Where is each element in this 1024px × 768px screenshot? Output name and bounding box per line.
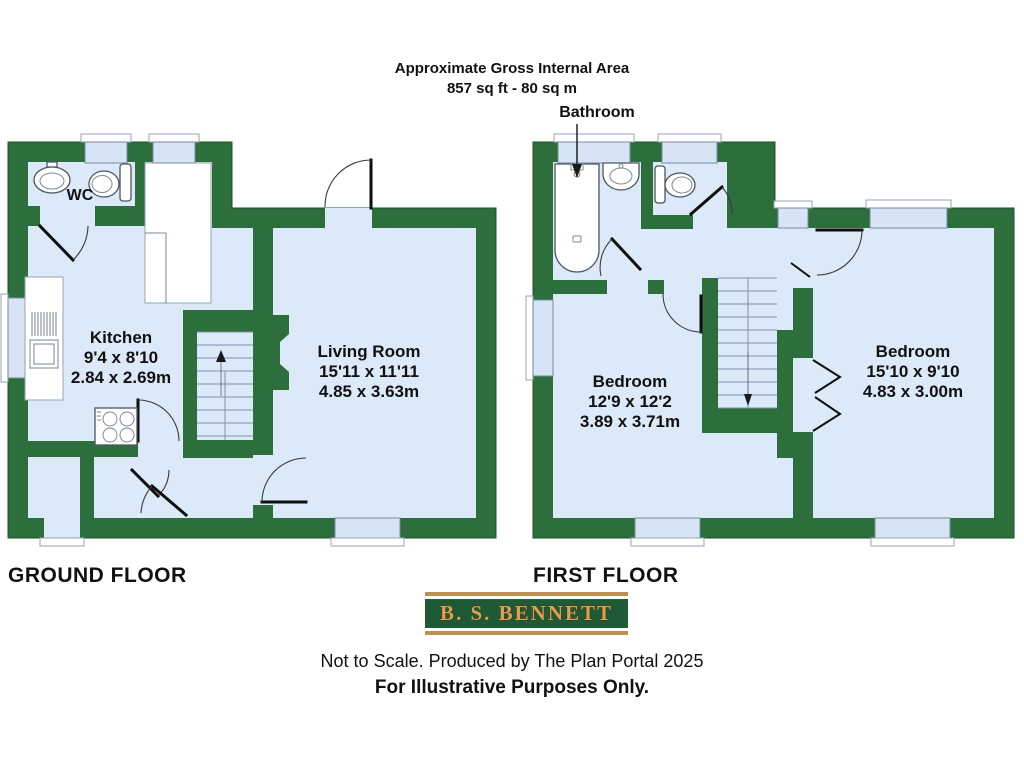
bathroom-callout-arrow [572,124,582,178]
header-area: 857 sq ft - 80 sq m [446,80,578,97]
entrance-door-swing [324,158,373,210]
wall [28,206,40,226]
wc-room-label: WC [66,187,94,204]
room-name: Bedroom [875,342,951,361]
footer-illustrative: For Illustrative Purposes Only. [374,677,650,698]
ground-floor-plan [0,133,497,547]
logo: B. S. BENNETT [425,592,628,635]
wall [641,215,693,229]
wall [702,278,718,433]
wall [648,280,664,294]
room-name: Living Room [317,342,421,361]
hob-icon [94,407,138,446]
window [870,517,955,547]
header-title: Approximate Gross Internal Area [394,60,630,77]
wall [553,280,607,294]
room-size-imperial: 9'4 x 8'10 [83,348,159,367]
first-floor-title: FIRST FLOOR [533,564,679,587]
first-floor-plan [525,133,1015,547]
window [80,133,132,164]
window [630,517,705,547]
stairs-down-icon [718,277,777,409]
room-size-metric: 4.85 x 3.63m [318,382,420,401]
kitchen-sink-icon [24,276,64,401]
sink-icon [602,162,640,191]
stairs-up-icon [197,331,253,440]
wall [793,288,813,358]
sink-icon [33,161,71,194]
window [148,133,200,164]
wall [183,310,253,332]
logo-text: B. S. BENNETT [439,601,614,625]
living-room-label: Living Room 15'11 x 11'11 4.85 x 3.63m [318,342,421,402]
wall [777,330,793,458]
ground-floor-title: GROUND FLOOR [8,564,187,587]
bathroom-callout-label: Bathroom [559,104,635,121]
wall [183,440,253,458]
wall [253,228,273,455]
room-size-imperial: 15'11 x 11'11 [319,362,419,381]
door-swing [140,483,189,518]
bedroom2-label: Bedroom 15'10 x 9'10 4.83 x 3.00m [863,342,963,402]
room-size-imperial: 15'10 x 9'10 [866,362,960,381]
logo-top-bar [425,592,628,596]
door-swing [688,184,733,217]
door-swing [599,236,643,277]
window [657,133,722,164]
footer-disclaimer: Not to Scale. Produced by The Plan Porta… [320,651,704,671]
window [525,295,554,381]
window [0,293,29,383]
bedroom1-label: Bedroom 12'9 x 12'2 3.89 x 3.71m [580,372,680,432]
room-size-metric: 3.89 x 3.71m [579,412,681,431]
wall [135,162,145,226]
wall [183,332,197,440]
toilet-icon [654,165,696,204]
wall [793,432,813,518]
door-swing [260,457,308,504]
window [773,200,813,229]
window [330,517,405,547]
wall [641,162,653,227]
wall [80,457,94,518]
wall [95,206,135,226]
chimney-breast [273,315,289,390]
door-swing [129,467,170,499]
wall [253,505,273,518]
logo-bottom-bar [425,631,628,635]
window [865,199,952,229]
room-size-metric: 4.83 x 3.00m [862,382,964,401]
room-name: Bedroom [592,372,668,391]
door-swing [662,293,703,334]
kitchen-room-label: Kitchen 9'4 x 8'10 2.84 x 2.69m [71,328,171,388]
door-swing [37,223,89,263]
logo-banner: B. S. BENNETT [425,599,628,628]
door-swing [815,228,864,276]
room-size-imperial: 12'9 x 12'2 [588,392,672,411]
door-swing [136,398,180,443]
room-size-metric: 2.84 x 2.69m [70,368,172,387]
entrance-opening [325,208,372,228]
wall [702,408,793,433]
bifold-doors [812,359,842,432]
storage-area [144,162,212,304]
window [553,133,635,164]
bathtub-icon [554,163,600,273]
cupboard-door [790,262,811,278]
front-door-opening [39,518,85,547]
toilet-icon [88,163,132,202]
room-name: Kitchen [89,328,153,347]
